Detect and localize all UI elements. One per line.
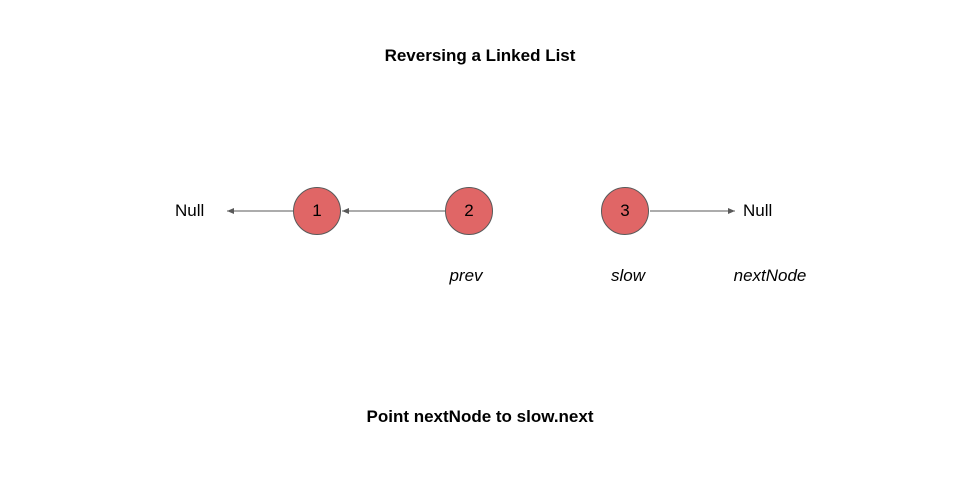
- slow-pointer-label: slow: [610, 266, 645, 285]
- list-node-2: 2: [445, 187, 493, 235]
- diagram-caption: Point nextNode to slow.next: [366, 407, 594, 426]
- list-node-3: 3: [601, 187, 649, 235]
- null-left-label: Null: [175, 201, 205, 220]
- prev-pointer-label: prev: [449, 266, 483, 285]
- diagram-title: Reversing a Linked List: [384, 46, 576, 65]
- null-right-label: Null: [743, 201, 773, 220]
- next-node-pointer-label: nextNode: [733, 266, 807, 285]
- list-node-1: 1: [293, 187, 341, 235]
